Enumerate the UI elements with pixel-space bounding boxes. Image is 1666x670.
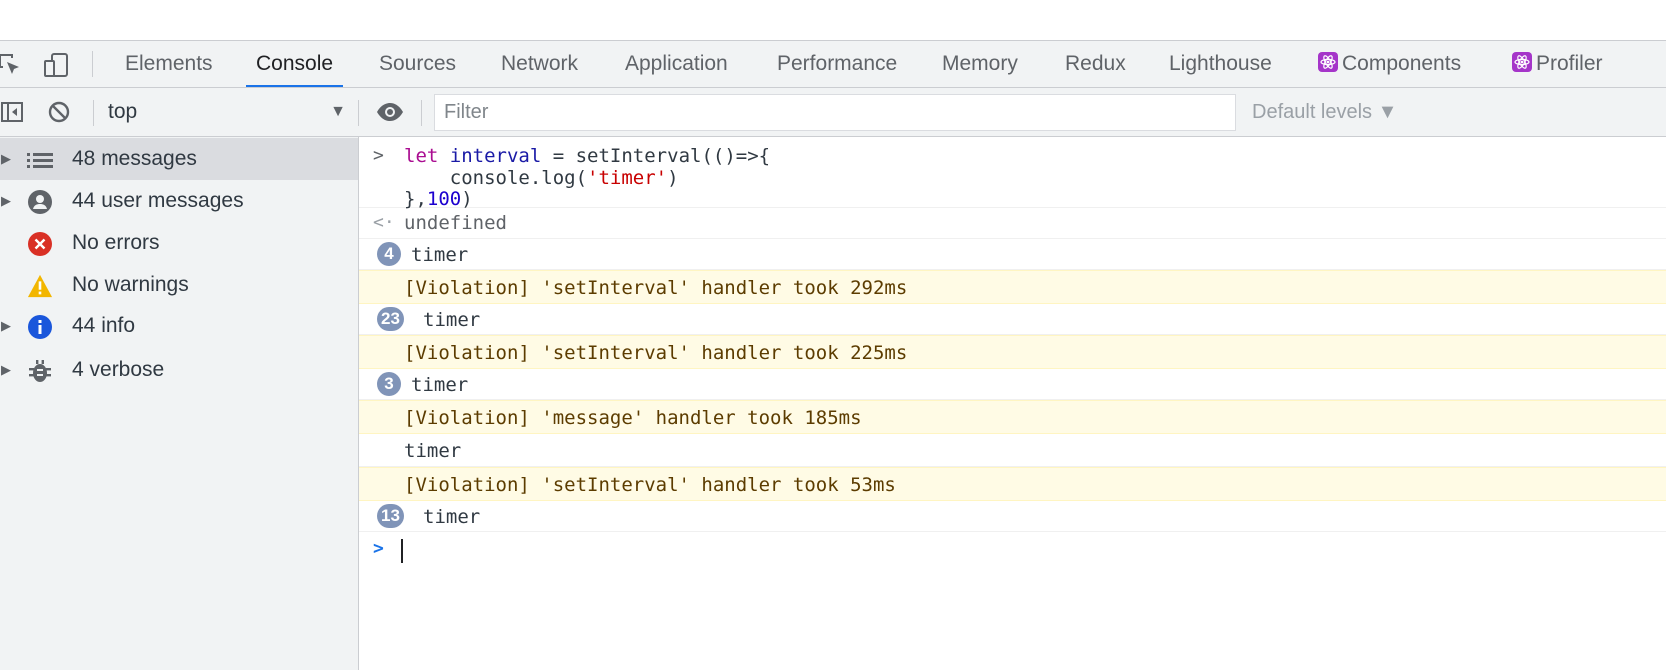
sidebar-item-label: 44 info: [72, 314, 136, 337]
code-text: ): [461, 188, 473, 210]
tab-memory[interactable]: Memory: [942, 52, 1018, 75]
toolbar-divider: [92, 51, 93, 77]
toolbar-divider: [421, 100, 422, 126]
console-output[interactable]: > let interval = setInterval(()=>{ conso…: [359, 137, 1666, 670]
input-prompt-icon: >: [373, 145, 384, 166]
tab-performance[interactable]: Performance: [777, 52, 898, 75]
code-text: console.log(: [404, 167, 588, 189]
console-message-log[interactable]: 4 timer: [359, 239, 1666, 270]
react-icon: [1512, 52, 1532, 72]
sidebar-item-info[interactable]: ▶ 44 info: [0, 305, 358, 347]
sidebar-item-label: 44 user messages: [72, 189, 244, 212]
code-text: ): [667, 167, 679, 189]
react-icon: [1318, 52, 1338, 72]
sidebar-item-warnings[interactable]: No warnings: [0, 264, 358, 306]
result-arrow-icon: <·: [373, 212, 395, 233]
device-toolbar-icon[interactable]: [42, 51, 70, 79]
console-message-violation[interactable]: [Violation] 'setInterval' handler took 2…: [359, 270, 1666, 304]
console-message-violation[interactable]: [Violation] 'message' handler took 185ms: [359, 400, 1666, 434]
code-text: },: [404, 188, 427, 210]
sidebar-item-user-messages[interactable]: ▶ 44 user messages: [0, 180, 358, 222]
code-keyword: let: [404, 145, 439, 167]
console-message-log[interactable]: 23 timer: [359, 304, 1666, 335]
message-text: [Violation] 'setInterval' handler took 2…: [404, 277, 908, 299]
tab-network[interactable]: Network: [501, 52, 579, 75]
tab-application[interactable]: Application: [625, 52, 728, 75]
context-selector[interactable]: top ▼: [108, 96, 346, 128]
tab-components-label: Components: [1342, 52, 1462, 75]
tab-lighthouse[interactable]: Lighthouse: [1169, 52, 1272, 75]
message-text: timer: [411, 244, 469, 266]
code-variable: interval: [449, 145, 542, 167]
toolbar-divider: [358, 100, 359, 126]
default-levels-dropdown[interactable]: Default levels ▼: [1252, 101, 1398, 123]
console-message-violation[interactable]: [Violation] 'setInterval' handler took 2…: [359, 335, 1666, 369]
tab-console[interactable]: Console: [245, 41, 344, 87]
tab-redux[interactable]: Redux: [1065, 52, 1126, 75]
repeat-count-badge: 3: [377, 372, 401, 396]
tab-sources[interactable]: Sources: [379, 52, 457, 75]
repeat-count-badge: 13: [377, 504, 404, 528]
message-text: [Violation] 'setInterval' handler took 5…: [404, 474, 896, 496]
live-expression-eye-icon[interactable]: [376, 98, 404, 126]
console-prompt[interactable]: >: [359, 532, 1666, 568]
sidebar-item-label: No warnings: [72, 273, 189, 296]
console-sidebar: ▶ 48 messages ▶ 44 user messages No erro…: [0, 137, 359, 670]
tab-profiler-label: Profiler: [1536, 52, 1603, 75]
repeat-count-badge: 4: [377, 242, 401, 266]
error-icon: [27, 231, 53, 257]
expand-triangle-icon[interactable]: ▶: [1, 151, 11, 166]
sidebar-item-label: 48 messages: [72, 147, 197, 170]
warning-icon: [27, 273, 53, 299]
repeat-count-badge: 23: [377, 307, 404, 331]
console-message-log[interactable]: 3 timer: [359, 369, 1666, 400]
code-line: let interval = setInterval(()=>{: [404, 145, 770, 167]
expand-triangle-icon[interactable]: ▶: [1, 193, 11, 208]
console-message-log[interactable]: timer: [359, 434, 1666, 467]
sidebar-item-messages[interactable]: ▶ 48 messages: [0, 138, 358, 180]
code-number: 100: [426, 188, 462, 210]
sidebar-item-errors[interactable]: No errors: [0, 222, 358, 264]
code-text: = setInterval(()=>{: [541, 145, 771, 167]
sidebar-toggle-icon[interactable]: [0, 98, 26, 126]
expand-triangle-icon[interactable]: ▶: [1, 362, 11, 377]
sidebar-item-label: No errors: [72, 231, 160, 254]
tab-components[interactable]: Components: [1318, 41, 1461, 87]
prompt-chevron-icon: >: [373, 538, 384, 559]
filter-input[interactable]: [434, 94, 1236, 131]
user-icon: [27, 189, 53, 215]
message-text: timer: [423, 309, 481, 331]
code-string: 'timer': [587, 167, 668, 189]
bug-icon: [27, 358, 53, 384]
console-input-entry[interactable]: > let interval = setInterval(()=>{ conso…: [359, 137, 1666, 210]
dropdown-arrow-icon: ▼: [330, 103, 346, 120]
list-icon: [27, 147, 53, 173]
inspect-element-icon[interactable]: [0, 51, 24, 79]
console-message-log[interactable]: 13 timer: [359, 501, 1666, 532]
console-toolbar: top ▼ Default levels ▼: [0, 88, 1666, 137]
sidebar-item-label: 4 verbose: [72, 358, 165, 381]
message-text: timer: [404, 440, 462, 462]
expand-triangle-icon[interactable]: ▶: [1, 318, 11, 333]
message-text: timer: [423, 506, 481, 528]
context-value: top: [108, 100, 138, 123]
code-line: },100): [404, 188, 473, 210]
tab-elements[interactable]: Elements: [125, 52, 213, 75]
message-text: timer: [411, 374, 469, 396]
clear-console-icon[interactable]: [45, 98, 73, 126]
text-caret: [401, 539, 403, 563]
console-result-entry[interactable]: <· undefined: [359, 208, 1666, 239]
console-message-violation[interactable]: [Violation] 'setInterval' handler took 5…: [359, 467, 1666, 501]
info-icon: [27, 314, 53, 340]
code-line: console.log('timer'): [404, 167, 679, 189]
result-value: undefined: [404, 212, 507, 234]
devtools-tabbar: Elements Console Sources Network Applica…: [0, 40, 1666, 88]
sidebar-item-verbose[interactable]: ▶ 4 verbose: [0, 349, 358, 391]
toolbar-divider: [93, 100, 94, 126]
tab-profiler[interactable]: Profiler: [1512, 41, 1603, 87]
message-text: [Violation] 'setInterval' handler took 2…: [404, 342, 908, 364]
message-text: [Violation] 'message' handler took 185ms: [404, 407, 862, 429]
